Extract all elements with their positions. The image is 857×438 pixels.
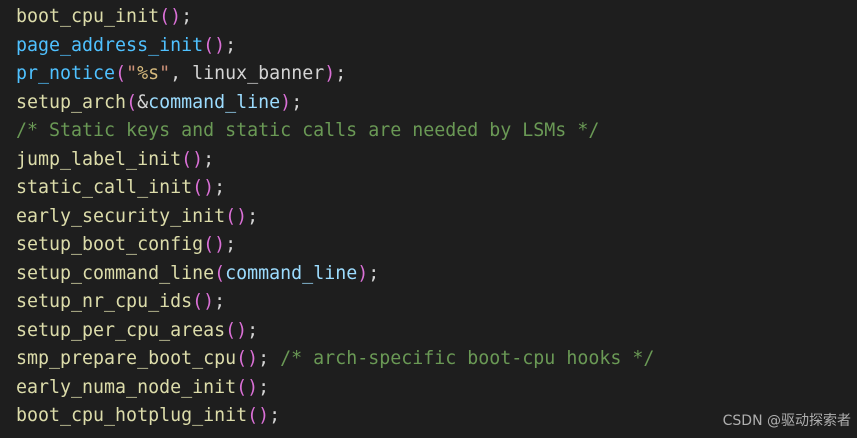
code-line[interactable]: pr_notice("%s", linux_banner);: [16, 60, 654, 89]
function-token: smp_prepare_boot_cpu: [16, 348, 237, 369]
code-line[interactable]: boot_cpu_init();: [16, 3, 654, 32]
code-line[interactable]: /* Static keys and static calls are need…: [16, 117, 654, 146]
function-token: setup_arch: [16, 91, 127, 113]
paren-token: (: [115, 63, 127, 84]
punctuation-token: ;: [247, 205, 259, 227]
function-token: early_security_init: [16, 205, 226, 227]
variable-token: command_line: [148, 91, 281, 113]
punctuation-token: ;: [247, 319, 259, 341]
comment-token: /* Static keys and static calls are need…: [16, 120, 600, 141]
function-token: pr_notice: [16, 63, 116, 84]
code-line[interactable]: static_call_init();: [16, 174, 654, 203]
code-line[interactable]: setup_boot_config();: [16, 231, 654, 260]
punctuation-token: ;: [258, 376, 270, 398]
function-token: boot_cpu_hotplug_init: [16, 405, 248, 426]
code-line[interactable]: jump_label_init();: [16, 146, 654, 175]
paren-token: (: [214, 262, 226, 284]
string-token: ": [126, 63, 138, 84]
punctuation-token: ;: [203, 148, 215, 170]
paren-token: (): [192, 177, 215, 198]
code-lines: boot_cpu_init();page_address_init();pr_n…: [16, 3, 654, 431]
watermark: CSDN @驱动探索者: [722, 413, 851, 429]
paren-token: (): [236, 348, 259, 369]
punctuation-token: ;: [225, 234, 237, 255]
punctuation-token: ;: [335, 63, 347, 84]
function-token: jump_label_init: [16, 148, 182, 170]
punctuation-token: ;: [291, 91, 303, 113]
punctuation-token: ;: [258, 348, 281, 369]
punctuation-token: ;: [269, 405, 281, 426]
paren-token: ): [280, 91, 292, 113]
code-line[interactable]: setup_per_cpu_areas();: [16, 317, 654, 346]
function-token: setup_boot_config: [16, 234, 204, 255]
code-line[interactable]: setup_arch(&command_line);: [16, 89, 654, 118]
function-token: boot_cpu_init: [16, 6, 160, 27]
paren-token: (): [225, 319, 248, 341]
format-token: %s: [137, 63, 160, 84]
paren-token: ): [324, 63, 336, 84]
paren-token: (): [192, 291, 215, 312]
punctuation-token: ;: [368, 262, 380, 284]
paren-token: (): [247, 405, 270, 426]
string-token: ": [159, 63, 171, 84]
paren-token: ): [357, 262, 369, 284]
function-token: setup_command_line: [16, 262, 215, 284]
paren-token: (: [126, 91, 138, 113]
paren-token: (): [203, 234, 226, 255]
variable-token: command_line: [225, 262, 358, 284]
paren-token: (): [181, 148, 204, 170]
punctuation-token: &: [137, 91, 149, 113]
paren-token: (): [203, 34, 226, 56]
function-token: static_call_init: [16, 177, 193, 198]
function-token: page_address_init: [16, 34, 204, 56]
code-line[interactable]: setup_nr_cpu_ids();: [16, 288, 654, 317]
code-line[interactable]: page_address_init();: [16, 32, 654, 61]
function-token: early_numa_node_init: [16, 376, 237, 398]
identifier-token: linux_banner: [192, 63, 325, 84]
code-line[interactable]: smp_prepare_boot_cpu(); /* arch-specific…: [16, 345, 654, 374]
paren-token: (): [225, 205, 248, 227]
code-line[interactable]: boot_cpu_hotplug_init();: [16, 402, 654, 431]
code-line[interactable]: early_security_init();: [16, 203, 654, 232]
paren-token: (): [236, 376, 259, 398]
function-token: setup_nr_cpu_ids: [16, 291, 193, 312]
punctuation-token: ;: [214, 177, 226, 198]
punctuation-token: ;: [225, 34, 237, 56]
punctuation-token: ;: [214, 291, 226, 312]
punctuation-token: ;: [181, 6, 193, 27]
punctuation-token: ,: [170, 63, 193, 84]
function-token: setup_per_cpu_areas: [16, 319, 226, 341]
code-line[interactable]: early_numa_node_init();: [16, 374, 654, 403]
code-line[interactable]: setup_command_line(command_line);: [16, 260, 654, 289]
comment-token: /* arch-specific boot-cpu hooks */: [280, 348, 655, 369]
paren-token: (): [159, 6, 182, 27]
